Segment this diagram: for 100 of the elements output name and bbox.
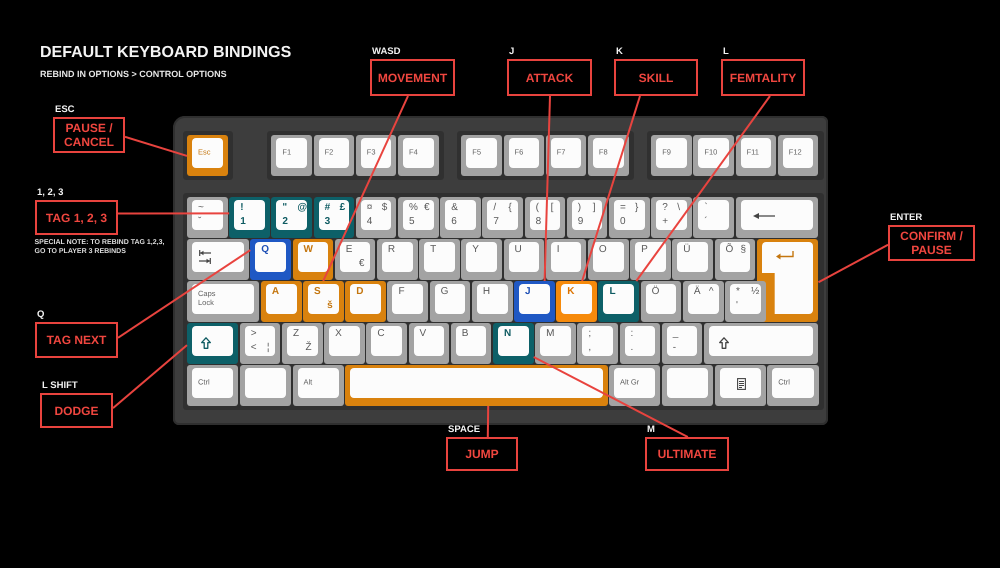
- key-legend: =: [620, 202, 626, 214]
- key-legend: %: [409, 202, 418, 214]
- key-legend: B: [462, 328, 468, 340]
- keyboard-key: [588, 135, 629, 176]
- key-legend: _: [672, 328, 678, 340]
- leader-line: [544, 96, 551, 282]
- keyboard-key: [482, 197, 524, 238]
- keyboard-key: [240, 365, 291, 406]
- key-name-label: SPACE: [448, 424, 480, 435]
- key-legend: {: [508, 202, 512, 214]
- key-legend: V: [420, 328, 426, 340]
- key-name-label: Q: [37, 309, 44, 320]
- keyboard-key: [704, 323, 818, 364]
- keyboard-key: [187, 365, 238, 406]
- key-legend: ?: [662, 202, 668, 214]
- title: DEFAULT KEYBOARD BINDINGS: [40, 43, 292, 63]
- keyboard-key: [187, 281, 260, 322]
- keyboard-key: [387, 281, 428, 322]
- keyboard-key: [693, 197, 734, 238]
- keyboard-key: [356, 135, 396, 176]
- key-legend: Ä: [694, 286, 701, 298]
- keyboard-key: [577, 323, 618, 364]
- keyboard-key: [651, 197, 692, 238]
- keyboard-key: [187, 239, 249, 280]
- key-legend: !: [240, 202, 244, 214]
- key-legend: ˇ: [198, 216, 202, 228]
- keyboard-key: [736, 197, 818, 238]
- key-legend: 1: [240, 216, 246, 228]
- keyboard-key: [546, 135, 586, 176]
- key-legend: 5: [409, 216, 415, 228]
- keyboard-key: [514, 281, 555, 322]
- keyboard-key: [504, 135, 544, 176]
- leader-line: [112, 344, 188, 409]
- keyboard-key: [398, 197, 439, 238]
- keyboard-key: [345, 281, 386, 322]
- key-name-label: 1, 2, 3: [37, 187, 64, 198]
- key-legend: 4: [366, 216, 372, 228]
- key-legend: ½: [751, 286, 760, 298]
- key-legend: Ž: [306, 342, 312, 354]
- keyboard-key: [662, 365, 713, 406]
- key-legend: š: [327, 300, 333, 312]
- key-legend: Õ: [726, 244, 734, 256]
- key-legend: G: [440, 286, 448, 298]
- keyboard-key: [767, 365, 818, 406]
- key-legend: .: [630, 342, 634, 354]
- keyboard-key: [314, 197, 354, 238]
- keyboard-key: [682, 281, 724, 322]
- keyboard-key: [314, 135, 354, 176]
- key-legend: ): [578, 202, 582, 214]
- keyboard-key: [187, 135, 228, 176]
- key-legend: Ü: [683, 244, 691, 256]
- binding-label: MOVEMENT: [376, 70, 448, 84]
- keyboard-key: [419, 239, 460, 280]
- key-legend: $: [382, 202, 388, 214]
- key-legend: E: [346, 244, 352, 256]
- key-legend: }: [635, 202, 638, 214]
- key-legend: ¦: [266, 342, 270, 354]
- keyboard-key: [640, 281, 682, 322]
- subtitle: REBIND IN OPTIONS > CONTROL OPTIONS: [40, 69, 227, 80]
- key-legend: ¤: [366, 202, 372, 214]
- keyboard-key: [376, 239, 418, 280]
- keyboard-key: [524, 197, 566, 238]
- keyboard-key: [461, 239, 502, 280]
- keyboard-key: [714, 239, 756, 280]
- keyboard-key: [292, 239, 334, 280]
- key-legend: -: [672, 342, 676, 354]
- key-name-label: ENTER: [890, 212, 922, 223]
- key-legend: ": [282, 202, 288, 214]
- keyboard-key: [250, 239, 291, 280]
- keyboard-key: [282, 323, 323, 364]
- key-legend: K: [567, 286, 574, 298]
- keyboard-key: [651, 135, 692, 176]
- key-legend: 0: [620, 216, 626, 228]
- keyboard-key: [271, 135, 312, 176]
- key-legend: S: [314, 286, 321, 298]
- leader-line: [124, 136, 188, 157]
- key-legend: Y: [472, 244, 479, 256]
- key-name-label: J: [509, 46, 514, 57]
- keyboard-key: [260, 281, 302, 322]
- keyboard-key: [693, 135, 734, 176]
- key-legend: [: [550, 202, 554, 214]
- key-name-label: K: [616, 46, 623, 57]
- key-legend: 9: [578, 216, 584, 228]
- key-legend: M: [546, 328, 554, 340]
- key-legend: Ö: [652, 286, 660, 298]
- keyboard-key: [292, 365, 344, 406]
- key-legend: €: [358, 258, 364, 270]
- keyboard-key: [450, 323, 492, 364]
- key-legend: +: [662, 216, 668, 228]
- binding-label: DODGE: [53, 404, 100, 418]
- keyboard-key: [630, 239, 671, 280]
- key-legend: ~: [198, 202, 204, 214]
- keyboard-key: [324, 323, 365, 364]
- keyboard-key: [430, 281, 470, 322]
- binding-label: CONFIRM / PAUSE: [899, 229, 964, 257]
- key-name-label: WASD: [372, 46, 400, 57]
- keyboard-key: [504, 239, 544, 280]
- leader-line: [818, 244, 888, 284]
- key-legend: W: [304, 244, 313, 256]
- binding-label: SKILL: [638, 70, 674, 84]
